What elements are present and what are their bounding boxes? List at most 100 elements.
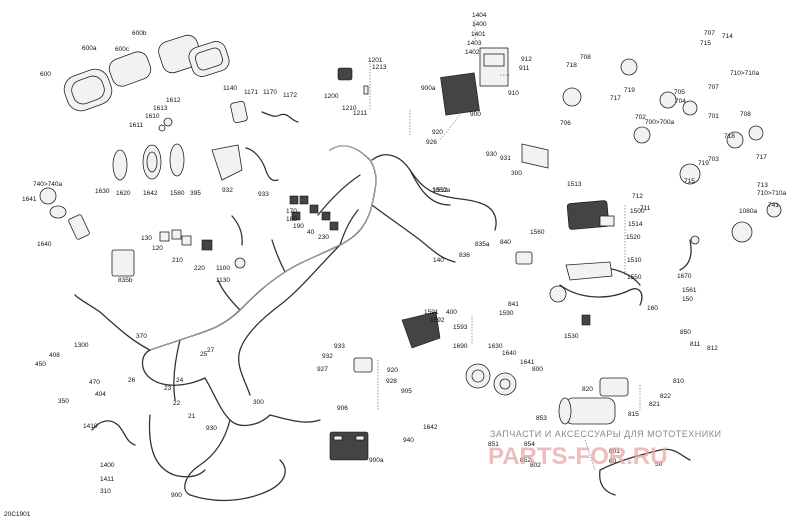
- part-callout-label: 1300: [74, 342, 89, 349]
- part-callout-label: 300: [511, 170, 522, 177]
- part-callout-label: 835b: [118, 277, 133, 284]
- part-callout-label: 40: [307, 229, 315, 236]
- part-callout-label: 710>710a: [757, 190, 786, 197]
- part-callout-label: 715: [684, 178, 695, 185]
- part-callout-label: 1201: [368, 57, 383, 64]
- part-callout-label: 408: [49, 352, 60, 359]
- part-callout-label: 1500: [630, 208, 645, 215]
- part-callout-label: 27: [207, 347, 215, 354]
- part-callout-label: 1211: [353, 110, 367, 117]
- watermark-logo-text: PARTS-FOR.RU: [488, 443, 668, 470]
- part-callout-label: 1130: [216, 277, 230, 284]
- part-callout-label: 930: [486, 151, 497, 158]
- part-callout-label: 836: [459, 252, 470, 259]
- part-callout-label: 350: [58, 398, 69, 405]
- part-callout-label: 1410: [83, 423, 98, 430]
- part-callout-label: 852: [520, 457, 531, 464]
- part-callout-label: 841: [508, 301, 519, 308]
- starter-800: [558, 377, 629, 425]
- part-callout-label: 906: [337, 405, 348, 412]
- main-wire-harness: [74, 145, 497, 502]
- part-callout-label: 940: [403, 437, 414, 444]
- harness-1550: [679, 239, 692, 271]
- part-callout-label: 1593: [453, 324, 468, 331]
- part-callout-label: 710>710a: [730, 70, 759, 77]
- part-callout-label: 310: [100, 488, 111, 495]
- part-callout-label: 851: [488, 441, 499, 448]
- part-callout-label: 900a: [369, 457, 384, 464]
- part-callout-label: 931: [500, 155, 511, 162]
- part-callout-label: 1630: [488, 343, 503, 350]
- light-741: [39, 187, 90, 240]
- part-callout-label: 1411: [100, 476, 114, 483]
- secondary-harness-60: [91, 420, 136, 446]
- part-callout-label: 706: [560, 120, 571, 127]
- part-callout-label: 911: [519, 65, 530, 72]
- part-callout-label: 180: [286, 216, 297, 223]
- part-callout-label: 822: [660, 393, 671, 400]
- part-callout-label: 140: [433, 257, 444, 264]
- part-callout-label: 840: [500, 239, 511, 246]
- part-callout-label: 404: [95, 391, 106, 398]
- part-callout-label: 900a: [421, 85, 436, 92]
- part-callout-label: 1404: [472, 12, 487, 19]
- part-callout-label: 1213: [372, 64, 387, 71]
- part-callout-label: 703: [708, 156, 719, 163]
- part-callout-label: 600b: [132, 30, 147, 37]
- part-callout-label: 1641: [520, 359, 535, 366]
- part-callout-label: 705: [674, 89, 685, 96]
- part-callout-label: 1611: [129, 122, 143, 129]
- part-callout-label: 25: [200, 351, 208, 358]
- secondary-harness-310: [148, 414, 206, 478]
- part-callout-label: 905: [401, 388, 412, 395]
- part-callout-label: 1200: [324, 93, 339, 100]
- display-600b: [158, 34, 230, 77]
- part-callout-label: 1400: [100, 462, 115, 469]
- ecm-900: [440, 47, 509, 116]
- module-1500: [565, 200, 615, 281]
- part-callout-label: 1641: [22, 196, 37, 203]
- part-callout-label: 1170: [263, 89, 277, 96]
- callout-labels: 14041400140114031402912911910900a9009209…: [22, 12, 786, 499]
- part-callout-label: 811: [690, 341, 701, 348]
- part-callout-label: 22: [173, 400, 181, 407]
- leader-lines: [369, 20, 641, 471]
- part-callout-label: 717: [756, 154, 767, 161]
- part-callout-label: 928: [386, 378, 397, 385]
- instrument-cluster-600: [63, 68, 113, 112]
- part-callout-label: 1590: [499, 310, 514, 317]
- part-callout-label: 300: [253, 399, 264, 406]
- headlight-rings-1630: [112, 143, 185, 181]
- part-callout-label: 395: [190, 190, 201, 197]
- bracket-836: [515, 251, 533, 265]
- part-callout-label: 1613: [153, 105, 168, 112]
- part-callout-label: 712: [632, 193, 643, 200]
- part-callout-label: 810: [673, 378, 684, 385]
- part-callout-label: 1610: [145, 113, 160, 120]
- part-callout-label: 912: [521, 56, 532, 63]
- part-callout-label: 600a: [82, 45, 97, 52]
- part-callout-label: 930: [206, 425, 217, 432]
- part-callout-label: 718: [724, 133, 735, 140]
- part-callout-label: 450: [35, 361, 46, 368]
- watermark-text: ЗАПЧАСТИ И АКСЕССУАРЫ ДЛЯ МОТОТЕХНИКИ: [490, 429, 721, 439]
- part-callout-label: 600: [40, 71, 51, 78]
- part-callout-label: 1591: [424, 309, 439, 316]
- part-callout-label: 910: [508, 90, 519, 97]
- part-callout-label: 190: [293, 223, 304, 230]
- part-callout-label: 835a: [475, 241, 490, 248]
- part-callout-label: 820: [582, 386, 593, 393]
- part-callout-label: 1620: [116, 190, 131, 197]
- part-callout-label: 230: [318, 234, 329, 241]
- part-callout-label: 701: [708, 113, 719, 120]
- part-callout-label: 1172: [283, 92, 297, 99]
- part-callout-label: 932: [222, 187, 233, 194]
- part-callout-label: 1080a: [739, 208, 757, 215]
- part-callout-label: 741: [768, 202, 779, 209]
- part-callout-label: 801: [609, 448, 620, 455]
- part-callout-label: 1612: [166, 97, 181, 104]
- part-callout-label: 1510: [627, 257, 642, 264]
- part-callout-label: 718: [566, 62, 577, 69]
